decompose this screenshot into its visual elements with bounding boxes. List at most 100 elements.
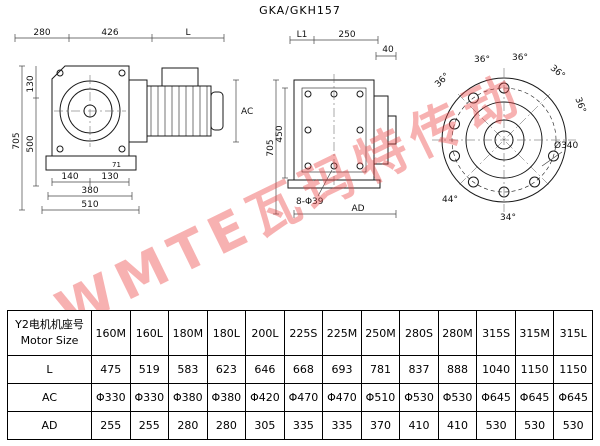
dim-450: 450 (275, 125, 285, 142)
row-label: AC (7, 383, 92, 412)
dimension-value: 335 (283, 411, 324, 440)
dimension-value: Φ530 (399, 383, 439, 412)
dimension-value: 410 (437, 411, 478, 440)
front-bottom-dims: 8-Φ39 AD (293, 169, 397, 218)
dimension-value: Φ510 (360, 383, 401, 412)
motor-body (128, 67, 224, 143)
gearbox-body (45, 65, 137, 171)
dimension-value: 280 (168, 411, 208, 440)
dimension-value: 693 (322, 355, 362, 384)
dimension-value: 370 (360, 411, 401, 440)
dimension-value: Φ645 (553, 383, 593, 412)
dim-130-bottom: 130 (101, 172, 118, 182)
side-right-dims: AC (233, 79, 253, 143)
dim-L: L (185, 28, 190, 38)
dim-380: 380 (81, 186, 98, 196)
dimension-value: 888 (437, 355, 478, 384)
dimension-value: Φ380 (206, 383, 247, 412)
dimension-value: Φ645 (514, 383, 555, 412)
motor-size-header-line: Motor Size (20, 334, 79, 347)
front-view-drawing: L1 250 40 705 (266, 30, 397, 218)
dimension-value: Φ330 (91, 383, 131, 412)
dimension-value: Φ330 (129, 383, 170, 412)
motor-size-column: 315M (514, 310, 555, 356)
dimension-value: 668 (283, 355, 324, 384)
side-top-dims: 280 426 L (14, 28, 225, 42)
angle-44: 44° (442, 195, 458, 205)
dimension-value: 530 (514, 411, 555, 440)
dimension-value: 530 (476, 411, 516, 440)
dim-AD: AD (351, 204, 364, 214)
dim-705-front: 705 (266, 139, 276, 156)
motor-size-column: 160L (129, 310, 170, 356)
dim-140: 140 (61, 172, 78, 182)
dimension-value: 781 (360, 355, 401, 384)
dim-40: 40 (382, 45, 394, 55)
side-view-drawing: 280 426 L (12, 28, 253, 214)
dimension-value: Φ470 (283, 383, 324, 412)
dim-280: 280 (33, 28, 50, 38)
dimension-value: Φ420 (245, 383, 285, 412)
angle-36-3: 36° (512, 53, 528, 63)
flange-circles (432, 68, 576, 212)
motor-size-column: 225M (322, 310, 362, 356)
motor-size-column: 180M (168, 310, 208, 356)
dimension-value: 1150 (553, 355, 593, 384)
dimension-value: Φ380 (168, 383, 208, 412)
motor-size-column: 250M (360, 310, 401, 356)
front-body (287, 74, 397, 189)
motor-size-column: 280S (399, 310, 439, 356)
side-bottom-dims: 140 130 380 510 71 (41, 161, 140, 214)
dimension-value: Φ470 (322, 383, 362, 412)
dimension-value: 410 (399, 411, 439, 440)
angle-36-4: 36° (548, 64, 567, 82)
dim-AC: AC (241, 107, 253, 117)
dimension-value: 530 (553, 411, 593, 440)
angle-36-5: 36° (572, 96, 587, 114)
row-label: AD (7, 411, 92, 440)
motor-size-column: 315L (553, 310, 593, 356)
page-title: GKA/GKH157 (259, 4, 341, 17)
dim-500: 500 (26, 135, 36, 152)
dim-8-holes: 8-Φ39 (296, 197, 324, 207)
flange-view-drawing: 36° 36° 36° 36° 36° 44° 34° Ø340 (432, 53, 587, 223)
dim-L1: L1 (297, 30, 308, 40)
dim-diameter-340: Ø340 (554, 140, 579, 151)
dimension-value: Φ530 (437, 383, 478, 412)
side-left-dims: 705 130 500 (12, 65, 39, 211)
dim-250: 250 (338, 30, 355, 40)
motor-size-column: 280M (437, 310, 478, 356)
row-label: L (7, 355, 92, 384)
motor-size-column: 315S (476, 310, 516, 356)
motor-size-column: 225S (283, 310, 324, 356)
dim-510: 510 (81, 200, 98, 210)
dim-426: 426 (101, 28, 118, 38)
dim-130-left: 130 (26, 75, 36, 92)
dimension-value: 475 (91, 355, 131, 384)
front-left-dims: 705 450 (266, 79, 288, 215)
dimension-value: Φ645 (476, 383, 516, 412)
dimension-value: 583 (168, 355, 208, 384)
dimension-value: 519 (129, 355, 170, 384)
angle-36-2: 36° (474, 55, 490, 65)
motor-size-column: 200L (245, 310, 285, 356)
angle-36-1: 36° (433, 71, 451, 89)
motor-size-column: 180L (206, 310, 247, 356)
dimension-value: 255 (91, 411, 131, 440)
dimension-value: 1150 (514, 355, 555, 384)
dimension-value: 335 (322, 411, 362, 440)
dimension-value: 1040 (476, 355, 516, 384)
dimension-value: 255 (129, 411, 170, 440)
dimension-value: 837 (399, 355, 439, 384)
angle-34: 34° (500, 213, 516, 223)
motor-size-column: 160M (91, 310, 131, 356)
front-top-dims: L1 250 40 (289, 30, 397, 60)
dimension-value: 623 (206, 355, 247, 384)
dimension-value: 305 (245, 411, 285, 440)
